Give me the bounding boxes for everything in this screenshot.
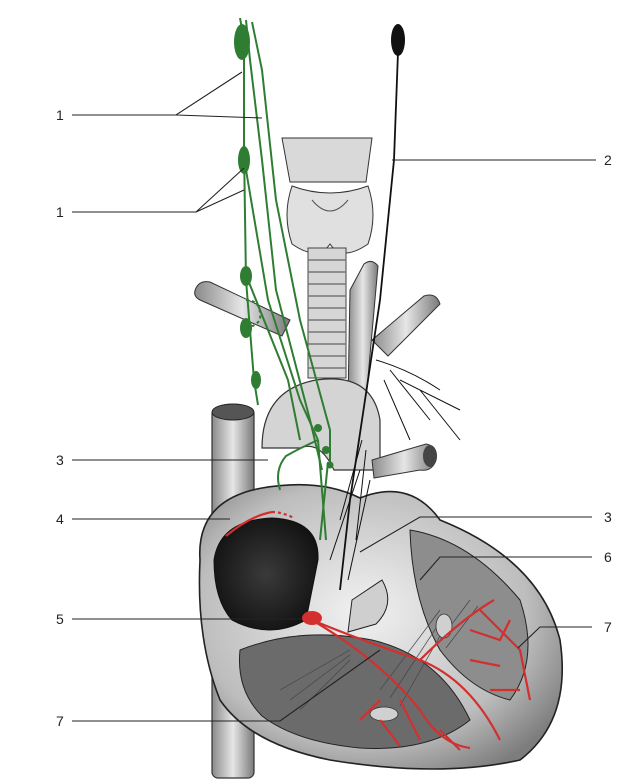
label-vagus-nerve: 2 <box>604 153 612 167</box>
sinoatrial-node <box>302 611 322 625</box>
label-7-left: 7 <box>56 714 64 728</box>
aortic-arch <box>262 379 437 478</box>
trachea <box>308 248 346 378</box>
label-6: 6 <box>604 550 612 564</box>
larynx-thyroid <box>282 138 373 253</box>
label-7-right: 7 <box>604 620 612 634</box>
label-cardiac-plexus-left: 3 <box>56 453 64 467</box>
heart <box>199 485 562 769</box>
label-cardiac-plexus-right: 3 <box>604 510 612 524</box>
label-5: 5 <box>56 612 64 626</box>
label-sympathetic-trunk-lower: 1 <box>56 205 64 219</box>
label-sympathetic-trunk-upper: 1 <box>56 108 64 122</box>
label-4: 4 <box>56 512 64 526</box>
